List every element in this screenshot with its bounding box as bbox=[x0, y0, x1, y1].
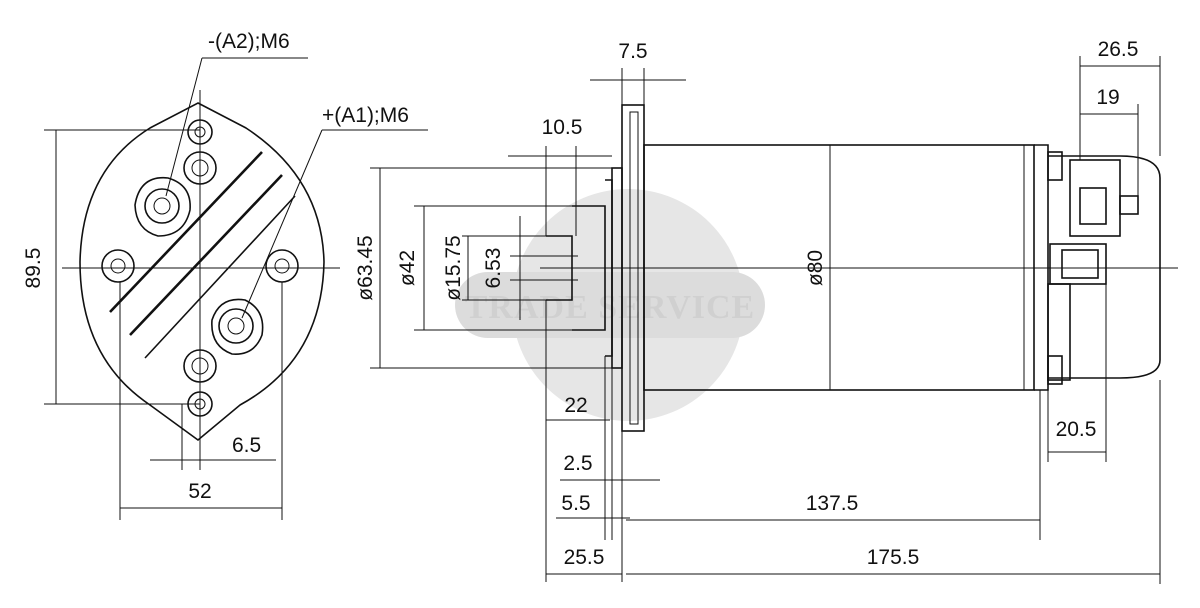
bolt-upper bbox=[183, 151, 217, 185]
bolt-top bbox=[187, 119, 213, 145]
dim-20-5: 20.5 bbox=[1056, 418, 1097, 441]
dim-89-5: 89.5 bbox=[22, 248, 45, 289]
dim-dia-80: ø80 bbox=[804, 250, 827, 286]
dim-dia-15-75: ø15.75 bbox=[442, 235, 465, 300]
watermark: TRADE SERVICE bbox=[455, 189, 765, 421]
terminal-positive bbox=[218, 308, 254, 344]
dim-7-5: 7.5 bbox=[618, 40, 647, 63]
dim-10-5: 10.5 bbox=[542, 116, 583, 139]
dim-52: 52 bbox=[188, 480, 211, 503]
label-negative-terminal: -(A2);M6 bbox=[208, 30, 290, 53]
dim-dia-63-45: ø63.45 bbox=[354, 235, 377, 300]
dim-2-5: 2.5 bbox=[563, 452, 592, 475]
dim-6-53: 6.53 bbox=[482, 248, 505, 289]
end-view: -(A2);M6 +(A1);M6 89.5 6.5 52 bbox=[22, 30, 428, 520]
terminal-negative bbox=[144, 188, 180, 224]
dim-19: 19 bbox=[1096, 86, 1119, 109]
dim-137-5: 137.5 bbox=[806, 492, 859, 515]
dim-26-5: 26.5 bbox=[1098, 38, 1139, 61]
bolt-lower bbox=[183, 349, 217, 383]
dim-6-5: 6.5 bbox=[232, 434, 261, 457]
watermark-band bbox=[455, 272, 765, 338]
dim-25-5: 25.5 bbox=[564, 546, 605, 569]
dim-5-5: 5.5 bbox=[561, 492, 590, 515]
dim-175-5: 175.5 bbox=[867, 546, 920, 569]
watermark-text: TRADE SERVICE bbox=[465, 289, 755, 326]
bolt-right bbox=[265, 249, 299, 283]
dim-dia-42: ø42 bbox=[396, 250, 419, 286]
bolt-left bbox=[101, 249, 135, 283]
label-positive-terminal: +(A1);M6 bbox=[322, 104, 409, 127]
side-view: 7.5 10.5 ø63.45 ø42 ø15.75 6.53 ø80 bbox=[354, 38, 1178, 584]
dim-22: 22 bbox=[564, 394, 587, 417]
